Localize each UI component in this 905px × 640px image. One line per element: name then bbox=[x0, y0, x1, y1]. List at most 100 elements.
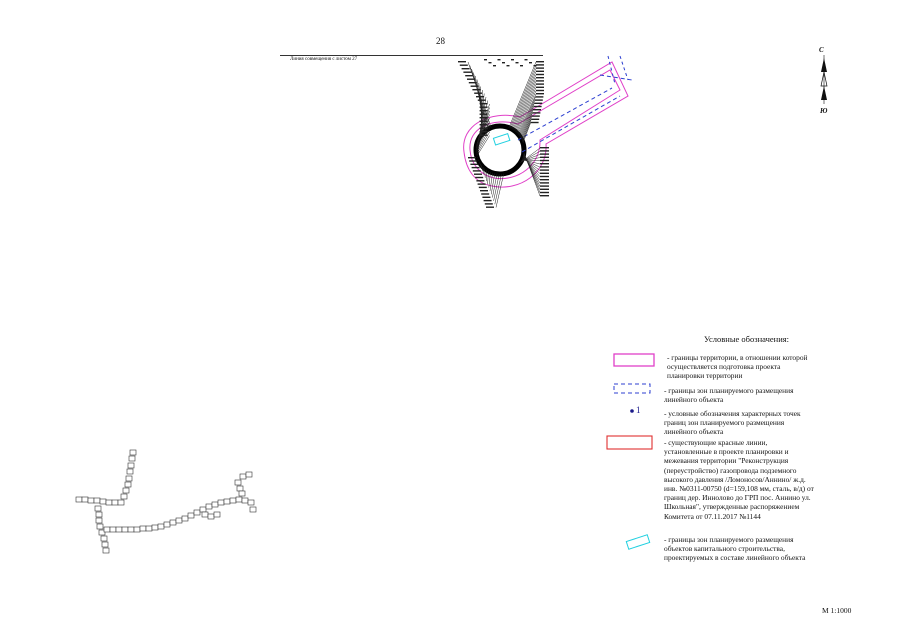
legend-item-capital-objects: - границы зон планируемого размещения об… bbox=[664, 535, 806, 563]
inset-parcel bbox=[199, 506, 207, 513]
inset-parcel bbox=[207, 513, 215, 520]
legend-point-label: 1 bbox=[636, 405, 641, 415]
point-label-mark bbox=[540, 195, 549, 197]
inset-parcel bbox=[133, 526, 141, 533]
point-label-mark bbox=[468, 157, 476, 159]
inset-parcel bbox=[125, 475, 133, 482]
point-label-mark bbox=[465, 75, 474, 77]
inset-parcel bbox=[103, 526, 111, 533]
inset-parcel bbox=[120, 493, 128, 500]
point-label-mark bbox=[534, 99, 543, 101]
inset-parcel bbox=[102, 547, 110, 554]
inset-parcel bbox=[239, 473, 247, 480]
compass-north-label: С bbox=[819, 46, 824, 54]
inset-parcel bbox=[145, 525, 153, 532]
point-label-mark bbox=[481, 193, 490, 195]
inset-parcel bbox=[93, 497, 101, 504]
junction-note: Линия совмещения с листом 27 bbox=[290, 57, 358, 62]
inset-parcel bbox=[105, 499, 113, 506]
inset-parcel bbox=[235, 496, 243, 503]
compass-south-label: Ю bbox=[820, 107, 828, 115]
point-label-mark bbox=[474, 92, 483, 94]
point-label-mark bbox=[479, 134, 488, 136]
compass-arrow-icon bbox=[820, 55, 828, 104]
point-label-mark bbox=[540, 172, 549, 174]
point-label-mark bbox=[479, 120, 488, 122]
point-label-mark bbox=[506, 65, 510, 67]
point-label-mark bbox=[540, 150, 549, 152]
point-label-mark bbox=[536, 73, 544, 76]
point-label-mark bbox=[535, 96, 544, 98]
inset-parcel bbox=[234, 479, 242, 486]
inset-parcel bbox=[213, 511, 221, 518]
point-label-mark bbox=[531, 118, 540, 120]
inset-parcel bbox=[193, 509, 201, 516]
legend-cyan-symbol bbox=[625, 534, 651, 550]
point-label-mark bbox=[486, 206, 494, 208]
point-label-mark bbox=[479, 117, 488, 119]
point-label-mark bbox=[469, 160, 478, 162]
inset-parcel bbox=[223, 498, 231, 505]
point-label-mark bbox=[540, 156, 549, 158]
legend-blue-dashed-symbol bbox=[613, 383, 651, 394]
point-label-mark bbox=[470, 85, 479, 87]
inset-parcel bbox=[81, 496, 89, 503]
map-scale: М 1:1000 bbox=[822, 606, 852, 615]
inset-plan bbox=[75, 449, 257, 554]
point-label-mark bbox=[479, 110, 488, 112]
inset-parcel bbox=[121, 526, 129, 533]
point-label-mark bbox=[479, 124, 488, 126]
point-label-mark bbox=[536, 83, 544, 85]
point-label-mark bbox=[458, 61, 466, 63]
inset-parcel bbox=[245, 471, 253, 478]
inset-parcel bbox=[75, 496, 83, 503]
point-label-mark bbox=[531, 115, 540, 117]
inset-parcel bbox=[187, 512, 195, 519]
point-label-mark bbox=[524, 59, 528, 61]
point-label-mark bbox=[483, 199, 492, 202]
inset-parcel bbox=[201, 511, 209, 518]
inset-parcel bbox=[127, 526, 135, 533]
point-label-mark bbox=[502, 62, 505, 64]
inset-parcel bbox=[100, 535, 108, 542]
inset-parcel bbox=[122, 487, 130, 494]
inset-parcel bbox=[217, 499, 225, 506]
point-label-mark bbox=[461, 68, 470, 70]
point-label-mark bbox=[474, 173, 482, 175]
inset-parcel bbox=[111, 499, 119, 506]
inset-parcel bbox=[151, 524, 159, 531]
legend-title: Условные обозначения: bbox=[704, 334, 790, 344]
point-label-mark bbox=[468, 82, 477, 84]
point-label-mark bbox=[540, 185, 549, 187]
point-label-mark bbox=[536, 93, 544, 95]
point-label-mark bbox=[540, 182, 549, 184]
inset-parcel bbox=[175, 517, 183, 524]
inset-parcel bbox=[87, 497, 95, 504]
point-label-mark bbox=[467, 78, 475, 80]
inset-parcel bbox=[157, 523, 165, 530]
point-label-mark bbox=[529, 62, 532, 64]
point-label-mark bbox=[479, 106, 488, 108]
point-label-mark bbox=[540, 153, 549, 155]
point-label-mark bbox=[511, 59, 514, 61]
legend-item-territory: - границы территории, в отношении которо… bbox=[667, 353, 808, 381]
point-label-mark bbox=[479, 113, 488, 115]
point-label-mark bbox=[533, 109, 541, 111]
inset-parcel bbox=[211, 501, 219, 508]
legend-item-red-lines: - существующие красные линии, установлен… bbox=[664, 438, 814, 521]
inset-parcel bbox=[124, 481, 132, 488]
point-labels-left bbox=[458, 59, 537, 208]
point-label-mark bbox=[476, 96, 484, 98]
inset-parcel bbox=[99, 498, 107, 505]
legend-magenta-symbol bbox=[613, 353, 655, 367]
inset-parcel bbox=[139, 525, 147, 532]
point-label-mark bbox=[536, 67, 544, 69]
inset-parcel bbox=[129, 449, 137, 456]
point-label-mark bbox=[540, 191, 549, 194]
point-label-mark bbox=[536, 86, 544, 88]
inset-parcel bbox=[241, 497, 249, 504]
junction-line bbox=[280, 55, 543, 56]
point-label-mark bbox=[533, 105, 542, 108]
inset-parcel bbox=[128, 455, 136, 462]
